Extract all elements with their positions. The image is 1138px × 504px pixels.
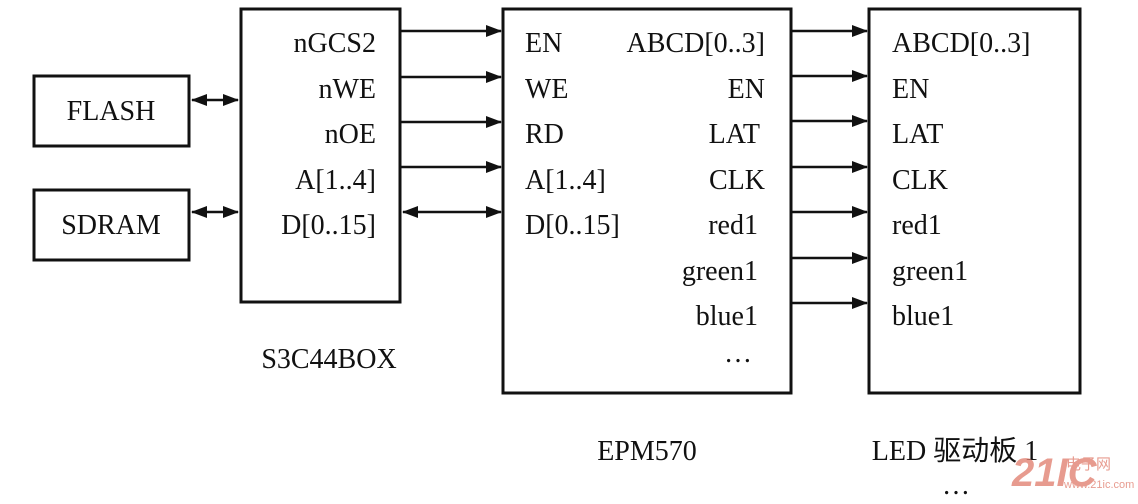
led-board-block: ABCD[0..3] EN LAT CLK red1 green1 blue1 … <box>867 7 1082 467</box>
led-board-caption: LED 驱动板 1 <box>872 435 1038 467</box>
epm570-pin-data: D[0..15] <box>525 210 620 241</box>
epm570-pin-blue1: blue1 <box>696 301 758 332</box>
connections <box>191 25 868 309</box>
s3c44box-pin-addr: A[1..4] <box>295 165 376 196</box>
epm570-pin-green1: green1 <box>682 256 758 287</box>
epm570-pin-lat: LAT <box>709 119 760 150</box>
s3c44box-pin-nwe: nWE <box>318 74 376 105</box>
epm570-pin-we: WE <box>525 74 569 105</box>
s3c44box-pin-data: D[0..15] <box>281 210 376 241</box>
sdram-label: SDRAM <box>61 210 161 241</box>
more-boards-ellipsis: … <box>942 470 970 501</box>
led-board-pin-red1: red1 <box>892 210 942 241</box>
led-board-pin-en: EN <box>892 74 929 105</box>
s3c44box-pin-noe: nOE <box>325 119 376 150</box>
flash-block: FLASH <box>32 74 191 148</box>
watermark-cn: 电子网 <box>1066 456 1111 473</box>
epm570-pin-addr: A[1..4] <box>525 165 606 196</box>
epm570-pin-red1: red1 <box>708 210 758 241</box>
flash-label: FLASH <box>67 96 156 127</box>
led-board-pin-abcd: ABCD[0..3] <box>892 28 1030 59</box>
epm570-pin-abcd: ABCD[0..3] <box>627 28 765 59</box>
epm570-pin-rd: RD <box>525 119 564 150</box>
led-board-pin-green1: green1 <box>892 256 968 287</box>
s3c44box-caption: S3C44BOX <box>261 344 396 375</box>
watermark-url: www.21ic.com <box>1063 479 1134 491</box>
watermark-brand: 21IC <box>1011 451 1098 495</box>
s3c44box-pin-ngcs2: nGCS2 <box>294 28 376 59</box>
watermark-logo: 21IC 电子网 www.21ic.com <box>1011 451 1134 495</box>
led-board-pin-clk: CLK <box>892 165 948 196</box>
led-board-pin-blue1: blue1 <box>892 301 954 332</box>
epm570-caption: EPM570 <box>597 436 697 467</box>
epm570-block: EN WE RD A[1..4] D[0..15] ABCD[0..3] EN … <box>501 7 793 467</box>
led-board-pin-lat: LAT <box>892 119 943 150</box>
epm570-pin-en-in: EN <box>525 28 562 59</box>
s3c44box-block: nGCS2 nWE nOE A[1..4] D[0..15] S3C44BOX <box>239 7 402 375</box>
epm570-pin-en-out: EN <box>728 74 765 105</box>
sdram-block: SDRAM <box>32 188 191 262</box>
epm570-pin-clk: CLK <box>709 165 765 196</box>
epm570-pin-more: … <box>724 338 752 369</box>
